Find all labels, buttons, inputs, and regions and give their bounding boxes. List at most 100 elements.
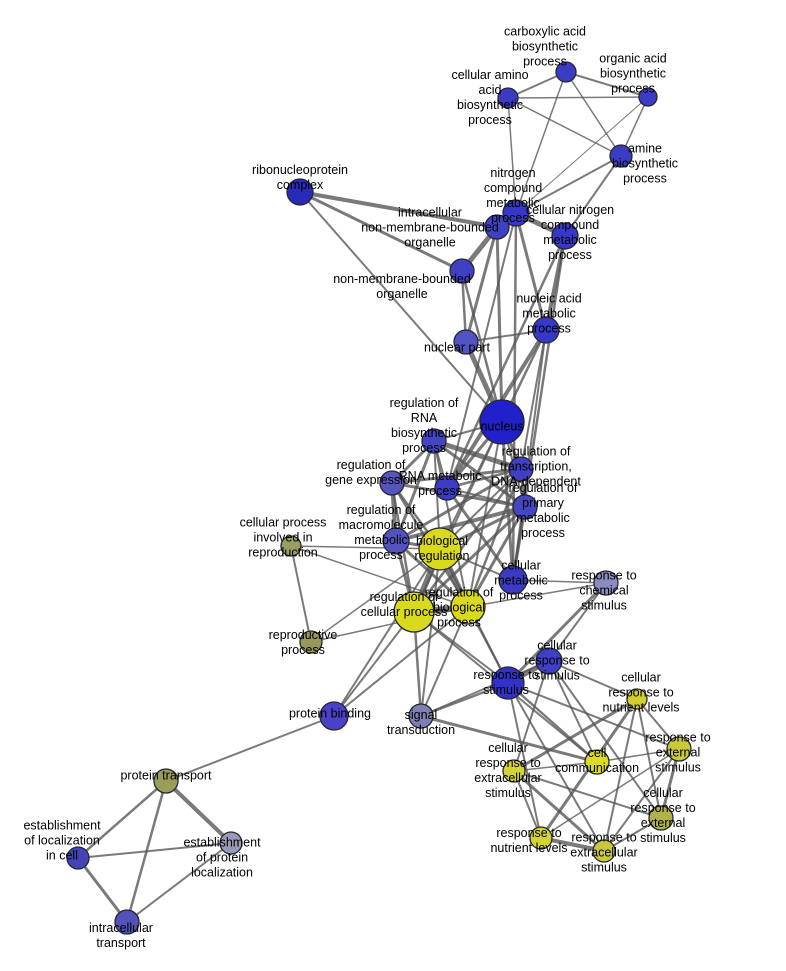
graph-node-cellNitrogen[interactable]: cellular nitrogen compound metabolic pro… (551, 222, 579, 250)
edges-layer (76, 71, 681, 924)
graph-node-cellRespExtracell[interactable]: cellular response to extracellular stimu… (502, 759, 526, 783)
graph-edge (596, 748, 680, 763)
graph-node-respNutrient[interactable]: response to nutrient levels (529, 826, 553, 850)
graph-node-regGeneExpr[interactable]: regulation of gene expression (379, 470, 405, 496)
graph-edge (76, 779, 168, 860)
graph-node-nitrogen[interactable]: nitrogen compound metabolic process (502, 199, 530, 227)
graph-edge (548, 660, 638, 700)
graph-node-proteinBinding[interactable]: protein binding (319, 701, 349, 731)
graph-edge (445, 467, 523, 490)
graph-edge (548, 582, 607, 662)
graph-edge (76, 856, 129, 924)
graph-edge (507, 97, 622, 157)
graph-edge (512, 697, 639, 773)
graph-node-regRNAbio[interactable]: regulation of RNA biosynthetic process (421, 428, 447, 454)
graph-node-cellRespNutrient[interactable]: cellular response to nutrient levels (626, 688, 648, 710)
graph-node-regTransDNA[interactable]: regulation of transcription, DNA-depende… (508, 456, 534, 482)
graph-node-estProtLoc[interactable]: establishment of protein localization (219, 831, 243, 855)
graph-node-regBioProc[interactable]: regulation of biological process (450, 589, 486, 625)
graph-edge (433, 440, 469, 608)
graph-node-reproProc[interactable]: reproductive process (299, 630, 323, 654)
graph-node-nucleicAcid[interactable]: nucleic acid metabolic process (532, 316, 560, 344)
graph-edge (390, 481, 527, 509)
graph-edge (445, 486, 515, 582)
graph-edge (299, 191, 503, 423)
graph-edge (603, 698, 638, 852)
graph-node-respStim[interactable]: response to stimulus (491, 666, 525, 700)
graph-edge (310, 548, 441, 643)
graph-edge (548, 660, 598, 763)
graph-node-signalTrans[interactable]: signal transduction (408, 703, 434, 729)
graph-node-cellAmino[interactable]: cellular amino acid biosynthetic process (497, 87, 519, 109)
graph-edge (126, 842, 232, 923)
graph-node-label: nucleus (480, 420, 523, 434)
graph-edge (390, 467, 523, 485)
graph-edge (466, 505, 527, 609)
graph-edge (310, 606, 469, 643)
graph-node-cellRespStim[interactable]: cellular response to stimulus (535, 647, 563, 675)
graph-edge (290, 545, 441, 550)
graph-node-cellComm[interactable]: cell communication (584, 749, 610, 775)
graph-edge (512, 769, 606, 853)
graph-edge (515, 155, 622, 214)
graph-node-respExtracell[interactable]: response to extracellular stimulus (592, 839, 616, 863)
graph-edge (515, 71, 567, 214)
graph-edge (445, 234, 567, 490)
graph-edge (507, 97, 517, 214)
graph-node-regMacro[interactable]: regulation of macromolecule metabolic pr… (382, 527, 410, 555)
graph-edge (165, 715, 335, 782)
graph-node-carboxylic[interactable]: carboxylic acid biosynthetic process (555, 61, 577, 83)
graph-node-respChem[interactable]: response to chemical stimulus (593, 570, 619, 596)
graph-edge (420, 548, 441, 717)
graph-edge (333, 606, 469, 717)
graph-node-intracellTransport[interactable]: intracellular transport (114, 909, 140, 935)
graph-edge (446, 212, 517, 489)
graph-node-nucleus[interactable]: nucleus (479, 399, 525, 445)
graph-node-cellProcRepro[interactable]: cellular process involved in reproductio… (280, 535, 302, 557)
graph-node-bioReg[interactable]: biological regulation (418, 527, 462, 571)
graph-edge (513, 761, 598, 772)
graph-edge (507, 682, 542, 839)
graph-edge (506, 581, 608, 685)
graph-edge (77, 842, 232, 859)
graph-node-estLocCell[interactable]: establishment of localization in cell (66, 846, 90, 870)
graph-node-regPrimary[interactable]: regulation of primary metabolic process (512, 494, 538, 520)
graph-edge (513, 770, 542, 839)
graph-node-rnaMetab[interactable]: RNA metabolic process (434, 475, 460, 501)
graph-edge (420, 606, 469, 717)
graph-node-amine[interactable]: amine biosynthetic process (609, 144, 633, 168)
graph-node-respExternal[interactable]: response to external stimulus (666, 736, 692, 762)
graph-node-ribo[interactable]: ribonucleoprotein complex (286, 178, 314, 206)
graph-node-cellMetab[interactable]: cellular metabolic process (498, 565, 528, 595)
graph-node-intracellNMBO[interactable]: intracellular non-membrane-bounded organ… (484, 214, 510, 240)
graph-edge (298, 190, 464, 273)
graph-node-regCellProc[interactable]: regulation of cellular process (393, 591, 435, 633)
graph-node-proteinTransport[interactable]: protein transport (153, 768, 179, 794)
graph-edge (507, 682, 680, 750)
graph-edge (394, 439, 436, 543)
graph-node-nmbo[interactable]: non-membrane-bounded organelle (449, 258, 475, 284)
graph-node-organic[interactable]: organic acid biosynthetic process (638, 87, 658, 107)
graph-node-cellRespExternal[interactable]: cellular response to external stimulus (648, 805, 674, 831)
graph-node-nuclearPart[interactable]: nuclear part (453, 329, 479, 355)
